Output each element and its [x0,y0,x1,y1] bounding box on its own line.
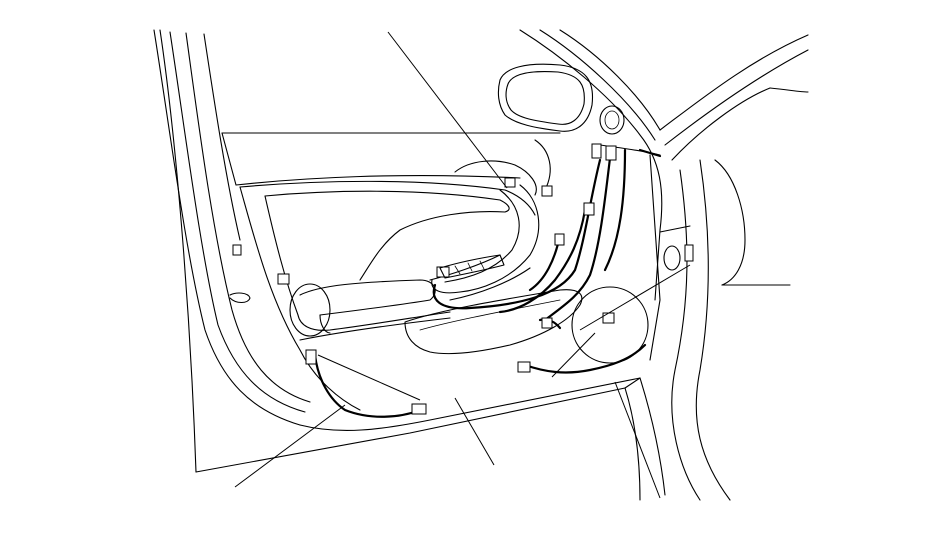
door-trim-panel [239,180,536,411]
car-body-pillar [624,34,809,501]
door-striker [659,225,694,271]
door-outer-frame [153,29,641,473]
leader-line-right [579,264,691,331]
window-switch-panel [439,254,505,279]
door-pocket [404,289,583,355]
side-mirror [497,63,594,132]
leader-line-side-a [317,354,421,401]
grab-handle [431,139,551,294]
window-sill [221,132,561,186]
door-speaker [289,283,649,364]
door-front-edge [519,29,663,361]
tweeter-cover [599,105,625,135]
leader-line-lower-left [234,404,346,488]
leader-line-sill-harness [454,397,495,466]
armrest [299,254,531,334]
leader-line-front [614,381,661,499]
inner-door-handle [229,160,537,304]
leader-line-harness-corner [551,332,596,378]
leader-line-mirror-switch [387,31,508,189]
callout-leaders [234,31,691,499]
harness-connectors [232,143,617,415]
